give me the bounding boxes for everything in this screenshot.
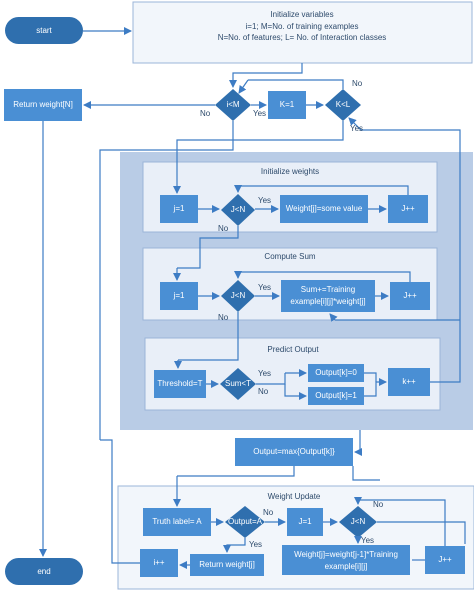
output-0-label: Output[k]=0 [315,368,357,377]
output-eq-a-yes-label: Yes [249,540,262,549]
k-pp-label: k++ [402,377,416,386]
k-lt-l-decision [325,89,361,121]
iw-jltn-decision [221,194,255,226]
cs-j1-box [160,282,198,310]
k-eq-1-label: K=1 [280,100,295,109]
iw-jpp-label: J++ [401,204,415,213]
wu-jpp-box [425,546,465,574]
iw-assign-box [280,195,368,223]
wu-yes-label: Yes [361,536,374,545]
output-eq-a-no-label: No [263,508,274,517]
sum-lt-t-decision [220,368,256,400]
cs-sum-line1: Sum+=Training [301,285,355,294]
cs-jltn-label: J<N [231,291,246,300]
k-pp-box [388,368,430,396]
threshold-box [154,370,206,398]
connectors [39,27,466,569]
k-eq-1-box [268,91,306,119]
weight-update-line1: Weight[j]=weight[j-1]*Training [294,550,398,559]
i-pp-box [140,549,178,577]
init-variables-box [132,1,473,64]
k-lt-l-no-label: No [352,79,363,88]
truth-label-box [143,508,211,536]
cs-jpp-box [390,282,430,310]
start-terminal [5,17,83,44]
i-lt-m-no-label: No [200,109,211,118]
wu-j1-label: J=1 [298,517,312,526]
return-weight-j-label: Return weight[j] [199,560,255,569]
start-label: start [36,26,52,35]
iw-j1-label: j=1 [173,204,185,213]
init-title: Initialize variables [270,10,333,19]
sum-no-label: No [258,387,269,396]
return-weight-j-box [190,554,264,576]
k-lt-l-yes-label: Yes [350,124,363,133]
iw-yes-label: Yes [258,196,271,205]
wu-jltn-label: J<N [351,517,366,526]
return-weight-n-label: Return weight[N] [13,100,73,109]
end-terminal [5,558,83,585]
iw-j1-box [160,195,198,223]
cs-sum-line2: example[i][j]*weight[j] [290,297,365,306]
init-line1: i=1; M=No. of training examples [246,22,359,31]
weight-update-formula-box [282,545,410,575]
iw-jltn-label: J<N [231,205,246,214]
i-lt-m-label: i<M [226,100,239,109]
cs-yes-label: Yes [258,283,271,292]
output-eq-a-label: Output=A [228,517,263,526]
i-lt-m-yes-label: Yes [253,109,266,118]
i-pp-label: i++ [153,558,164,567]
cs-jpp-label: J++ [403,291,417,300]
weight-update-title: Weight Update [268,492,321,501]
wu-jltn-decision [339,506,377,538]
return-weight-n-box [4,89,82,121]
compute-sum-title: Compute Sum [264,252,315,261]
truth-label-text: Truth label= A [152,517,202,526]
cs-jltn-decision [221,280,255,312]
output-eq-a-decision [225,506,265,538]
init-line2: N=No. of features; L= No. of Interaction… [218,33,387,42]
output-max-label: Output=max{Output[k]} [253,447,335,456]
weight-update-line2: example[i][j] [325,562,368,571]
iw-jpp-box [388,195,428,223]
sum-yes-label: Yes [258,369,271,378]
iw-no-label: No [218,224,229,233]
wu-j1-box [287,508,323,536]
output-1-label: Output[k]=1 [315,391,357,400]
threshold-label: Threshold=T [157,379,202,388]
i-lt-m-decision [215,89,251,121]
wu-no-label: No [373,500,384,509]
initialize-weights-title: Initialize weights [261,167,319,176]
cs-j1-label: j=1 [173,291,185,300]
cs-sum-box [281,280,375,312]
predict-output-title: Predict Output [267,345,319,354]
cs-no-label: No [218,313,229,322]
output-1-box [308,387,364,405]
k-lt-l-label: K<L [336,100,351,109]
sum-lt-t-label: Sum<T [225,379,251,388]
output-max-box [235,438,353,466]
wu-jpp-label: J++ [438,555,452,564]
output-0-box [308,364,364,382]
iw-assign-label: Weight[j]=some value [286,204,363,213]
end-label: end [37,567,50,576]
